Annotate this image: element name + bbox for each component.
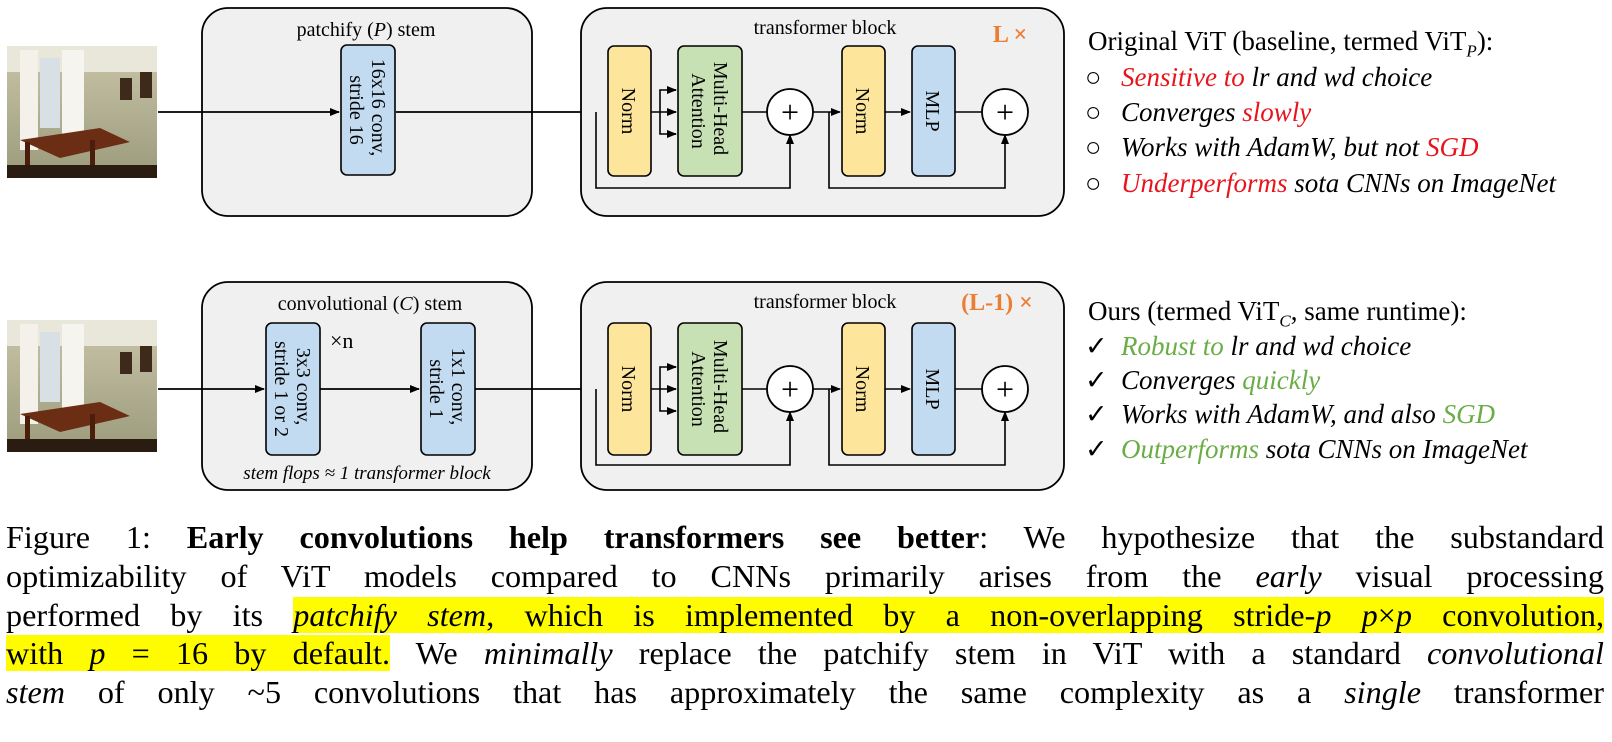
svg-text:3x3 conv, stride 1 or 2: 3x3 conv, stride 1 or 2 — [270, 341, 314, 437]
piano-image-top — [7, 46, 157, 178]
svg-text:+: + — [996, 371, 1014, 407]
svg-text:Norm: Norm — [851, 366, 873, 413]
piano-image-bottom — [7, 320, 157, 452]
vitp-bullet-2: ○Converges slowly — [1085, 97, 1312, 127]
transformer-block-top: transformer block L × Norm Multi-Head At… — [580, 7, 1065, 217]
svg-text:MLP: MLP — [921, 90, 943, 131]
patchify-stem-title: patchify (P) stem — [297, 19, 436, 41]
norm-box — [607, 45, 652, 177]
vitp-header: Original ViT (baseline, termed ViTP): — [1088, 26, 1494, 61]
transformer-block-title: transformer block — [754, 17, 897, 39]
vitc-bullet-2: ✓Converges quickly — [1085, 365, 1321, 395]
vitp-bullet-1: ○Sensitive to lr and wd choice — [1085, 62, 1433, 92]
caption-line-4: with p = 16 by default. We minimally rep… — [6, 635, 1604, 672]
caption-line-5: stem of only ~5 convolutions that has ap… — [6, 674, 1605, 711]
svg-text:+: + — [781, 94, 799, 130]
svg-text:MLP: MLP — [921, 368, 943, 409]
caption-line-3: performed by its patchify stem, which is… — [6, 596, 1604, 633]
norm-box — [841, 45, 886, 177]
vitc-bullet-1: ✓Robust to lr and wd choice — [1085, 331, 1412, 361]
svg-text:1x1 conv, stride 1: 1x1 conv, stride 1 — [425, 348, 469, 431]
caption-line-1: Figure 1: Early convolutions help transf… — [6, 519, 1604, 555]
caption-line-2: optimizability of ViT models compared to… — [6, 557, 1605, 594]
mlp-box — [911, 45, 956, 177]
times-n-label: ×n — [330, 328, 353, 353]
repeat-label: (L-1) × — [961, 290, 1033, 316]
svg-text:16x16 conv, stride 16: 16x16 conv, stride 16 — [345, 59, 389, 162]
vitc-header: Ours (termed ViTC, same runtime): — [1088, 296, 1467, 331]
svg-text:+: + — [781, 371, 799, 407]
patchify-conv-box — [340, 44, 396, 176]
vitp-bullet-4: ○Underperforms sota CNNs on ImageNet — [1085, 168, 1557, 198]
architecture-diagram: patchify (P) stem 16x16 conv, stride 16 … — [7, 7, 1065, 491]
stem-flops-note: stem flops ≈ 1 transformer block — [243, 463, 491, 484]
vitp-bullet-3: ○Works with AdamW, but not SGD — [1085, 132, 1479, 162]
svg-text:Norm: Norm — [617, 88, 639, 135]
attention-box — [677, 45, 743, 177]
svg-text:Multi-Head Attention: Multi-Head Attention — [687, 62, 731, 160]
convolutional-stem-panel: convolutional (C) stem 3x3 conv, stride … — [201, 281, 533, 491]
patchify-stem-panel: patchify (P) stem 16x16 conv, stride 16 — [201, 7, 533, 217]
svg-text:Norm: Norm — [851, 88, 873, 135]
svg-text:Norm: Norm — [617, 366, 639, 413]
transformer-block-title: transformer block — [754, 291, 897, 313]
svg-text:Multi-Head Attention: Multi-Head Attention — [687, 340, 731, 438]
svg-text:+: + — [996, 94, 1014, 130]
vitc-bullet-3: ✓Works with AdamW, and also SGD — [1085, 399, 1496, 429]
transformer-block-bottom: transformer block (L-1) × Norm Multi-Hea… — [580, 281, 1065, 491]
figure-caption: Figure 1: Early convolutions help transf… — [6, 518, 1604, 712]
repeat-label: L × — [993, 22, 1027, 48]
convolutional-stem-title: convolutional (C) stem — [278, 293, 463, 315]
vitc-bullet-4: ✓Outperforms sota CNNs on ImageNet — [1085, 434, 1528, 464]
